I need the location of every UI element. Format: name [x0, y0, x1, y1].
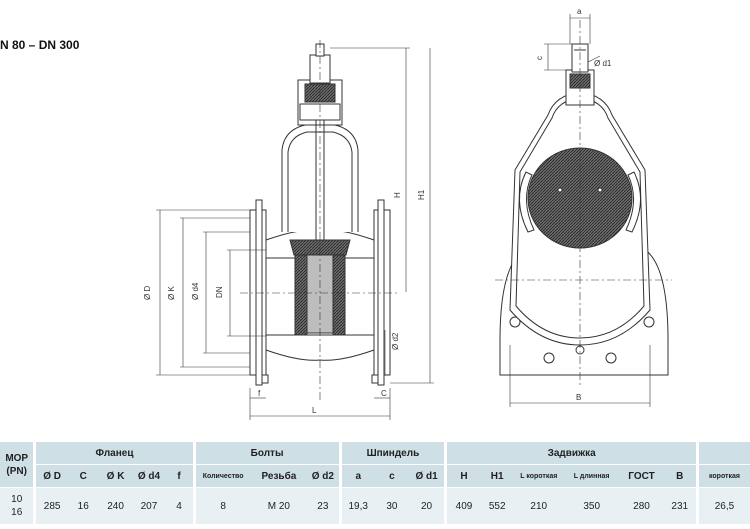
cell-gost: 280 — [619, 487, 664, 524]
header-mop: МОР (PN) — [0, 442, 35, 488]
dim-l-label: L — [312, 406, 317, 415]
cell-f: 4 — [165, 487, 195, 524]
header-bolts: Болты — [192, 442, 341, 465]
dim-k-label: Ø K — [167, 286, 176, 300]
dim-b-label: B — [576, 393, 581, 402]
header-mop-text: МОР (PN) — [5, 452, 29, 477]
front-dimensions — [509, 14, 651, 407]
col-c: C — [67, 464, 99, 488]
dim-d4-label: Ø d4 — [191, 282, 200, 300]
drawing-title: N 80 – DN 300 — [0, 38, 80, 52]
cell-d4: 207 — [132, 487, 166, 524]
dim-c-front-label: c — [535, 56, 544, 60]
sub-header-row: Ø D C Ø K Ø d4 f Количество Резьба Ø d2 … — [0, 464, 750, 488]
col-a: a — [338, 464, 375, 488]
table-row: 10 16 285 16 240 207 4 8 M 20 23 19,3 30… — [0, 487, 750, 524]
cell-thread: M 20 — [250, 487, 308, 524]
col-d1: Ø d1 — [408, 464, 446, 488]
col-k: Ø K — [98, 464, 133, 488]
dim-f-label: f — [258, 389, 261, 398]
col-l-long: L длинная — [563, 464, 620, 488]
dim-h-label: H — [393, 192, 402, 198]
cell-l-long: 350 — [563, 487, 620, 524]
cell-pn: 10 16 — [0, 487, 35, 524]
col-c-small: c — [374, 464, 409, 488]
col-f: f — [165, 464, 195, 488]
cell-d: 285 — [33, 487, 68, 524]
side-dimensions — [156, 47, 434, 420]
header-spindle: Шпиндель — [338, 442, 446, 465]
spec-table: МОР (PN) Фланец Болты Шпиндель Задвижка … — [0, 442, 750, 524]
col-thread: Резьба — [250, 464, 308, 488]
col-h1: H1 — [480, 464, 514, 488]
col-d2: Ø d2 — [307, 464, 341, 488]
cell-k: 240 — [98, 487, 133, 524]
col-short: короткая — [695, 464, 750, 488]
col-l-short: L короткая — [513, 464, 564, 488]
front-view — [495, 20, 672, 385]
dim-c-label: C — [381, 389, 387, 398]
dim-d-label: Ø D — [143, 286, 152, 300]
cell-c-small: 30 — [374, 487, 409, 524]
cell-qty: 8 — [192, 487, 251, 524]
cell-l-short: 210 — [513, 487, 564, 524]
col-d: Ø D — [33, 464, 68, 488]
valve-technical-drawing: Ø D Ø K Ø d4 DN H H1 Ø d2 f C L — [143, 7, 672, 420]
dim-d1-label: Ø d1 — [594, 59, 612, 68]
header-valve: Задвижка — [444, 442, 698, 465]
dim-h1-label: H1 — [417, 189, 426, 200]
cell-c: 16 — [67, 487, 99, 524]
dim-d2-label: Ø d2 — [391, 332, 400, 350]
group-header-row: МОР (PN) Фланец Болты Шпиндель Задвижка — [0, 442, 750, 488]
cell-a: 19,3 — [338, 487, 375, 524]
col-gost: ГОСТ — [619, 464, 664, 488]
col-d4: Ø d4 — [132, 464, 166, 488]
cell-h1: 552 — [480, 487, 514, 524]
cell-h: 409 — [444, 487, 481, 524]
col-qty: Количество — [192, 464, 251, 488]
dim-a-label: a — [577, 7, 582, 16]
cell-d2: 23 — [307, 487, 341, 524]
col-b: B — [663, 464, 698, 488]
cell-b: 231 — [663, 487, 698, 524]
header-flange: Фланец — [33, 442, 195, 465]
cell-d1: 20 — [408, 487, 446, 524]
col-h: H — [444, 464, 481, 488]
cell-pn-text: 10 16 — [11, 494, 23, 518]
side-view — [240, 40, 400, 400]
cell-short: 26,5 — [695, 487, 750, 524]
dim-dn-label: DN — [215, 286, 224, 298]
header-extra — [695, 442, 750, 465]
